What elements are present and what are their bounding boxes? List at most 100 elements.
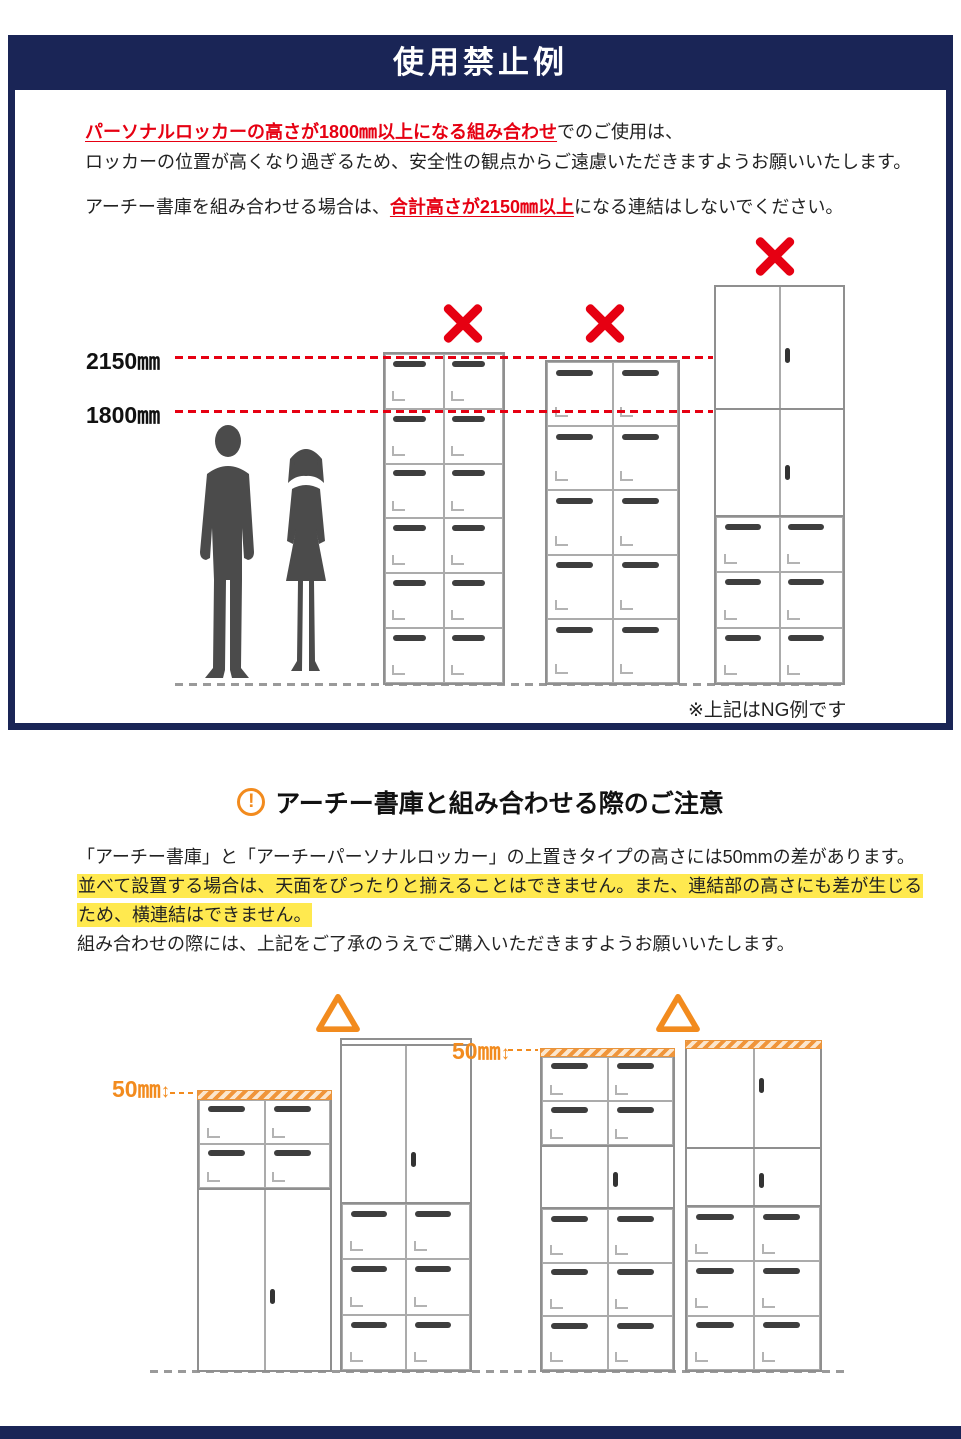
locker-cell bbox=[342, 1314, 406, 1370]
caution-line4: 組み合わせの際には、上記をご了承のうえでご購入いただきますようお願いいたします。 bbox=[77, 934, 795, 954]
card-holder-icon bbox=[615, 1298, 629, 1309]
card-holder-icon bbox=[451, 445, 465, 456]
handle-slot-icon bbox=[208, 1105, 246, 1112]
card-holder-icon bbox=[392, 665, 406, 676]
locker-cell bbox=[385, 408, 444, 464]
height-line-1800 bbox=[175, 410, 713, 413]
card-holder-icon bbox=[392, 390, 406, 401]
cabinet-doors bbox=[340, 1044, 472, 1204]
handle-slot-icon bbox=[788, 634, 825, 641]
locker-cell bbox=[779, 627, 843, 683]
prohibited-title: 使用禁止例 bbox=[8, 35, 953, 90]
gap-label-left: 50㎜↕ bbox=[112, 1076, 171, 1102]
card-holder-icon bbox=[787, 665, 801, 676]
cabinet-unit-left-pair bbox=[340, 1038, 472, 1372]
locker-cells bbox=[197, 1098, 332, 1190]
locker-cell bbox=[406, 1259, 470, 1315]
keyhole-icon bbox=[612, 1172, 618, 1188]
handle-slot-icon bbox=[551, 1323, 589, 1329]
card-holder-icon bbox=[723, 554, 737, 565]
locker-cell bbox=[444, 408, 503, 464]
handle-slot-icon bbox=[351, 1210, 387, 1217]
locker-cells bbox=[540, 1207, 675, 1372]
handle-slot-icon bbox=[616, 1323, 654, 1329]
locker-cell bbox=[716, 572, 780, 628]
locker-cell bbox=[547, 362, 613, 427]
locker-cell bbox=[444, 518, 503, 574]
prohibited-line1: パーソナルロッカーの高さが1800㎜以上になる組み合わせでのご使用は、 bbox=[85, 122, 684, 142]
cabinet-upper-doors bbox=[685, 1047, 822, 1149]
locker-cell bbox=[542, 1101, 608, 1145]
card-holder-icon bbox=[695, 1243, 709, 1254]
door-split-line bbox=[752, 1049, 755, 1147]
card-holder-icon bbox=[695, 1352, 709, 1363]
card-holder-icon bbox=[451, 555, 465, 566]
cabinet-lower-doors bbox=[685, 1147, 822, 1207]
locker-cell bbox=[385, 463, 444, 519]
locker-cell bbox=[779, 517, 843, 573]
card-holder-icon bbox=[549, 1352, 563, 1363]
locker-cells bbox=[540, 1055, 675, 1147]
locker-cell bbox=[612, 362, 678, 427]
handle-slot-icon bbox=[616, 1269, 654, 1276]
floor-line bbox=[175, 683, 847, 686]
locker-cell bbox=[444, 354, 503, 409]
locker-cell bbox=[607, 1209, 673, 1263]
locker-cell bbox=[607, 1101, 673, 1145]
handle-slot-icon bbox=[696, 1213, 734, 1220]
card-holder-icon bbox=[620, 663, 634, 674]
handle-slot-icon bbox=[788, 523, 825, 530]
caution-line1: 「アーチー書庫」と「アーチーパーソナルロッカー」の上置きタイプの高さには50mm… bbox=[77, 847, 915, 867]
card-holder-icon bbox=[554, 471, 568, 482]
handle-slot-icon bbox=[452, 580, 486, 587]
handle-slot-icon bbox=[393, 634, 427, 641]
locker-cell bbox=[199, 1100, 265, 1144]
handle-slot-icon bbox=[696, 1322, 734, 1329]
card-holder-icon bbox=[549, 1244, 563, 1255]
card-holder-icon bbox=[413, 1296, 427, 1307]
card-holder-icon bbox=[723, 665, 737, 676]
handle-slot-icon bbox=[621, 434, 659, 441]
locker-doors bbox=[540, 1145, 675, 1209]
locker-base-3tier bbox=[714, 515, 845, 685]
locker-tower-6tier bbox=[383, 352, 505, 685]
handle-slot-icon bbox=[616, 1106, 654, 1113]
handle-slot-icon bbox=[393, 415, 427, 422]
card-holder-icon bbox=[451, 500, 465, 511]
door-split-line bbox=[778, 410, 781, 515]
card-holder-icon bbox=[451, 665, 465, 676]
locker-cell bbox=[542, 1057, 608, 1101]
handle-slot-icon bbox=[762, 1322, 801, 1329]
handle-slot-icon bbox=[616, 1062, 654, 1069]
card-holder-icon bbox=[761, 1297, 775, 1308]
locker-cell bbox=[444, 463, 503, 519]
locker-cells bbox=[340, 1202, 472, 1372]
handle-slot-icon bbox=[621, 369, 659, 376]
ng-cross-icon bbox=[582, 300, 628, 346]
handle-slot-icon bbox=[452, 360, 486, 367]
locker-cell bbox=[385, 573, 444, 629]
locker-cell bbox=[547, 426, 613, 491]
locker-cell bbox=[612, 618, 678, 683]
height-label-1800: 1800㎜ bbox=[86, 402, 161, 428]
locker-cell bbox=[406, 1314, 470, 1370]
locker-unit-left-pair bbox=[197, 1090, 332, 1372]
locker-cell bbox=[607, 1057, 673, 1101]
card-holder-icon bbox=[787, 609, 801, 620]
handle-slot-icon bbox=[273, 1105, 311, 1112]
card-holder-icon bbox=[620, 535, 634, 546]
card-holder-icon bbox=[392, 500, 406, 511]
card-holder-icon bbox=[392, 555, 406, 566]
locker-cell bbox=[542, 1262, 608, 1317]
locker-unit-right-pair bbox=[540, 1048, 675, 1372]
card-holder-icon bbox=[615, 1352, 629, 1363]
card-holder-icon bbox=[620, 471, 634, 482]
handle-slot-icon bbox=[452, 525, 486, 532]
locker-cell bbox=[607, 1262, 673, 1317]
ng-cross-icon bbox=[440, 300, 486, 346]
handle-slot-icon bbox=[762, 1268, 801, 1275]
handle-slot-icon bbox=[551, 1062, 589, 1069]
keyhole-icon bbox=[758, 1172, 764, 1188]
locker-cell bbox=[716, 627, 780, 683]
